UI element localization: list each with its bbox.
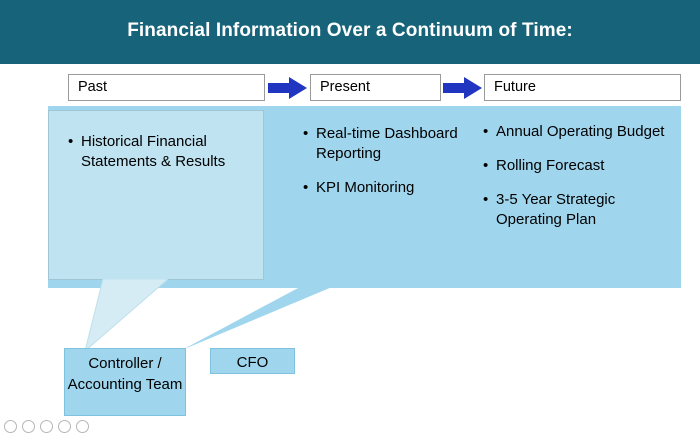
- bullet-text: Rolling Forecast: [496, 157, 605, 174]
- bullet-text: KPI Monitoring: [316, 179, 415, 196]
- pause-icon[interactable]: [22, 420, 35, 433]
- header-box-present: Present: [310, 74, 441, 101]
- list-item: • 3-5 Year Strategic Operating Plan: [483, 190, 673, 230]
- list-item: • Rolling Forecast: [483, 156, 673, 176]
- list-item: • Real-time Dashboard Reporting: [303, 124, 468, 164]
- header-box-past: Past: [68, 74, 265, 101]
- bullet-text: Historical Financial Statements & Result…: [81, 133, 226, 170]
- bullet-icon: •: [483, 123, 489, 140]
- bullet-icon: •: [303, 179, 309, 196]
- arrow-right-icon: [443, 77, 482, 99]
- bullet-text: 3-5 Year Strategic Operating Plan: [496, 191, 616, 228]
- role-box-controller: Controller / Accounting Team: [64, 348, 186, 416]
- bullet-icon: •: [303, 125, 309, 142]
- grid-icon[interactable]: [40, 420, 53, 433]
- page-title: Financial Information Over a Continuum o…: [127, 20, 573, 41]
- role-box-cfo: CFO: [210, 348, 295, 374]
- column-past: • Historical Financial Statements & Resu…: [68, 132, 248, 186]
- header-label-past: Past: [78, 79, 108, 95]
- play-icon[interactable]: [4, 420, 17, 433]
- header-box-future: Future: [484, 74, 681, 101]
- more-icon[interactable]: [76, 420, 89, 433]
- header-label-future: Future: [494, 79, 536, 95]
- band-callout-tail: [182, 287, 332, 350]
- bullet-text: Real-time Dashboard Reporting: [316, 125, 458, 162]
- volume-icon[interactable]: [58, 420, 71, 433]
- bottom-toolbar: [0, 418, 700, 432]
- past-callout-tail: [84, 279, 169, 351]
- title-bar: Financial Information Over a Continuum o…: [0, 0, 700, 64]
- bullet-icon: •: [483, 191, 489, 208]
- bullet-icon: •: [483, 157, 489, 174]
- list-item: • Historical Financial Statements & Resu…: [68, 132, 248, 172]
- past-callout-box: [48, 110, 264, 280]
- bullet-text: Annual Operating Budget: [496, 123, 665, 140]
- arrow-right-icon: [268, 77, 307, 99]
- column-present: • Real-time Dashboard Reporting • KPI Mo…: [303, 124, 468, 212]
- header-label-present: Present: [320, 79, 370, 95]
- column-future: • Annual Operating Budget • Rolling Fore…: [483, 122, 673, 244]
- list-item: • KPI Monitoring: [303, 178, 468, 198]
- list-item: • Annual Operating Budget: [483, 122, 673, 142]
- bullet-icon: •: [68, 133, 74, 150]
